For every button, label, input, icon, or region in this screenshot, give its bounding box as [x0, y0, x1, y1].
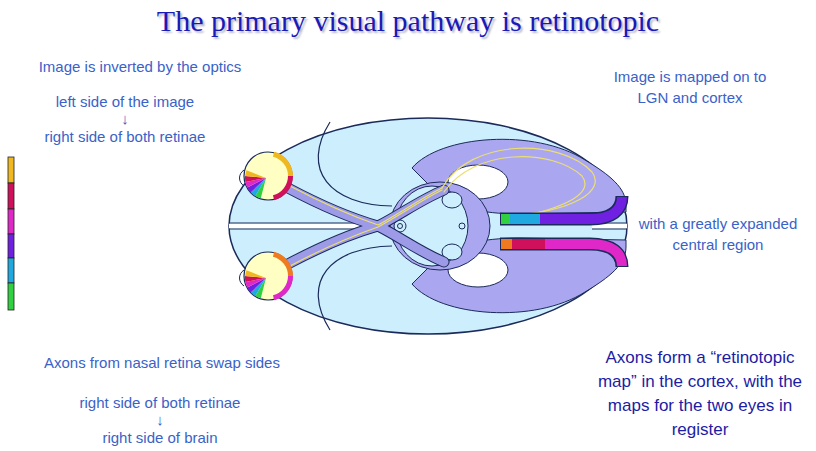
- brain-outline: [229, 118, 627, 334]
- eyes: [240, 152, 294, 300]
- colour-bar: [8, 157, 14, 310]
- page-title: The primary visual pathway is retinotopi…: [0, 4, 816, 38]
- annotation-text: right side of both retinae: [15, 126, 235, 147]
- annotation-text: right side of brain: [50, 427, 270, 448]
- annotation-text: left side of the image: [15, 91, 235, 112]
- annotation-text: ↓: [105, 108, 145, 129]
- cortical-map: [500, 196, 622, 267]
- annotation-text: right side of both retinae: [50, 392, 270, 413]
- annotation-text: ↓: [140, 409, 180, 430]
- summary-note: Axons form a “retinotopic map” in the co…: [595, 346, 805, 442]
- eye: [240, 252, 294, 300]
- eye: [240, 152, 294, 200]
- annotation-text: Image is inverted by the optics: [10, 56, 270, 77]
- annotation-text: Axons from nasal retina swap sides: [27, 352, 297, 373]
- annotation-text: with a greatly expanded central region: [630, 213, 806, 255]
- annotation-text: Image is mapped on to LGN and cortex: [606, 66, 774, 108]
